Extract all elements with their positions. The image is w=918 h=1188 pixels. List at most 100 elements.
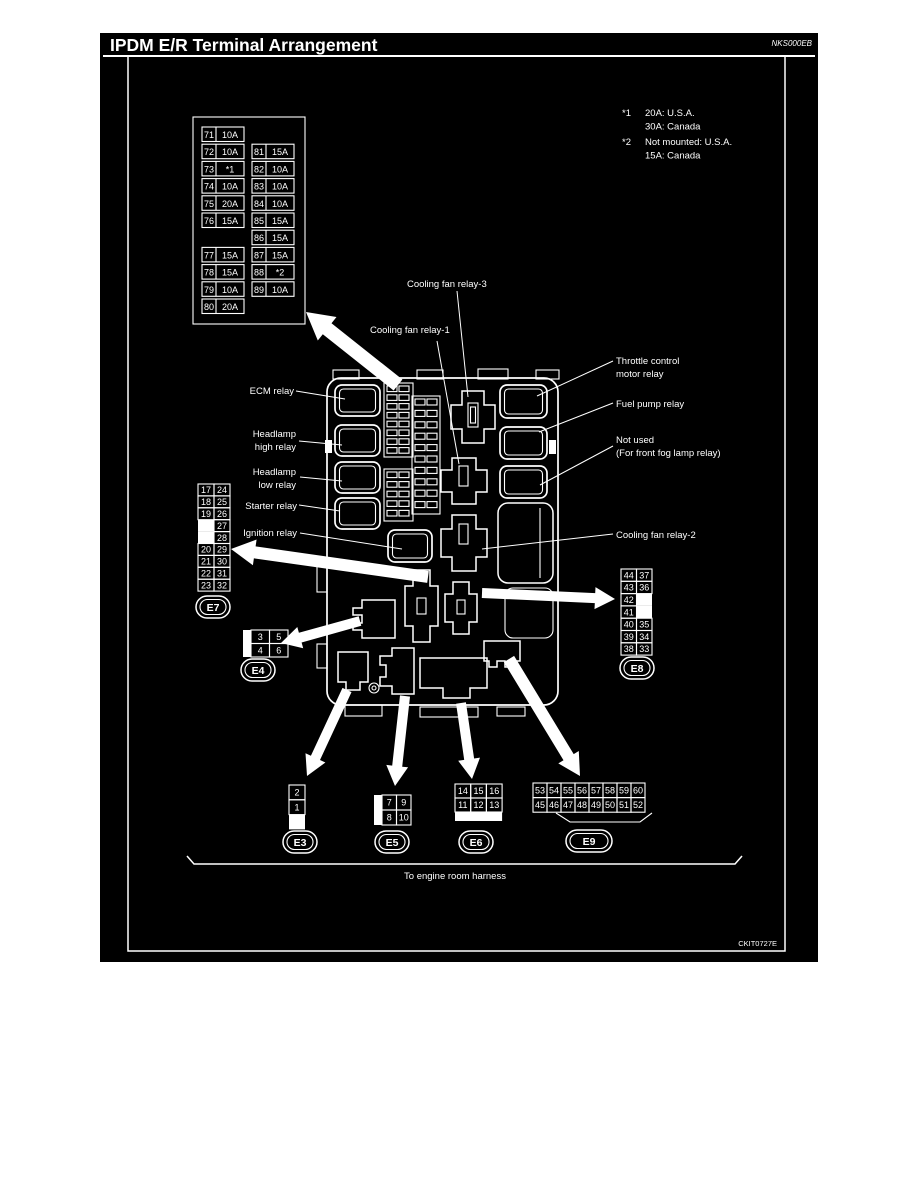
svg-text:E7: E7: [207, 602, 220, 614]
callout-arrow: [281, 616, 362, 649]
svg-text:36: 36: [639, 583, 649, 593]
harness-caption: To engine room harness: [404, 871, 506, 882]
svg-text:89: 89: [254, 285, 264, 295]
svg-text:8: 8: [387, 813, 392, 823]
connector-e6-socket: [419, 657, 488, 699]
terminal-cell-32: [213, 578, 231, 592]
blank-cell: [289, 814, 305, 830]
svg-text:81: 81: [254, 147, 264, 157]
leader-line: [295, 390, 346, 400]
svg-text:10A: 10A: [222, 147, 238, 157]
svg-text:29: 29: [217, 545, 227, 555]
svg-text:38: 38: [624, 644, 634, 654]
svg-text:10A: 10A: [272, 199, 288, 209]
callout-arrow: [386, 695, 410, 786]
svg-text:45: 45: [535, 800, 545, 810]
svg-text:86: 86: [254, 233, 264, 243]
svg-text:33: 33: [639, 644, 649, 654]
svg-text:71: 71: [204, 130, 214, 140]
callout-arrow: [305, 687, 352, 776]
leader-line: [299, 476, 343, 482]
figure-background: [100, 33, 818, 962]
svg-text:2: 2: [294, 788, 299, 798]
svg-text:12: 12: [474, 800, 484, 810]
leader-line: [298, 440, 343, 446]
svg-text:5: 5: [276, 632, 281, 642]
blank-cell: [198, 519, 214, 532]
connector-e3-socket: [337, 651, 380, 694]
ignition-relay-shape: [387, 529, 433, 563]
svg-text:15A: 15A: [272, 147, 288, 157]
callout-arrow: [481, 587, 615, 610]
leader-line: [536, 360, 614, 397]
callout-arrow: [306, 312, 403, 391]
headlamp-high-relay-shape: [334, 424, 381, 457]
svg-text:10A: 10A: [272, 164, 288, 174]
svg-text:74: 74: [204, 182, 214, 192]
footnote-ref: *1: [622, 108, 631, 119]
svg-text:43: 43: [624, 583, 634, 593]
svg-text:47: 47: [563, 800, 573, 810]
fuse-73: 73*1: [201, 160, 245, 177]
svg-text:7: 7: [387, 798, 392, 808]
svg-text:37: 37: [639, 570, 649, 580]
svg-text:87: 87: [254, 250, 264, 260]
svg-text:24: 24: [217, 485, 227, 495]
svg-text:53: 53: [535, 786, 545, 796]
leader-line: [456, 290, 469, 398]
svg-text:32: 32: [217, 580, 227, 590]
label-ecm: ECM relay: [250, 386, 295, 397]
svg-text:31: 31: [217, 568, 227, 578]
fuse-71: 71 10A: [201, 126, 245, 143]
ipdm-box: [316, 368, 560, 718]
svg-text:57: 57: [591, 786, 601, 796]
svg-text:59: 59: [619, 786, 629, 796]
svg-text:44: 44: [624, 570, 634, 580]
leader-line: [298, 504, 341, 512]
svg-text:52: 52: [633, 800, 643, 810]
svg-text:26: 26: [217, 509, 227, 519]
svg-text:20A: 20A: [222, 302, 238, 312]
svg-text:10A: 10A: [222, 285, 238, 295]
svg-text:1: 1: [294, 802, 299, 812]
svg-text:E4: E4: [252, 665, 265, 677]
svg-text:17: 17: [201, 485, 211, 495]
label-starter: Starter relay: [245, 501, 297, 512]
svg-text:40: 40: [624, 620, 634, 630]
cooling-fan-relay-3-shape: [450, 390, 496, 444]
svg-text:3: 3: [258, 632, 263, 642]
svg-text:E9: E9: [583, 836, 596, 848]
svg-text:19: 19: [201, 509, 211, 519]
svg-text:15A: 15A: [222, 216, 238, 226]
svg-text:23: 23: [201, 580, 211, 590]
svg-text:58: 58: [605, 786, 615, 796]
blank-cell: [636, 605, 652, 619]
blank-cell: [198, 531, 214, 544]
svg-text:10: 10: [399, 813, 409, 823]
footnote-line: Not mounted: U.S.A.: [645, 137, 732, 148]
svg-text:15A: 15A: [272, 216, 288, 226]
connector-e5-socket: [379, 647, 415, 695]
svg-text:*1: *1: [226, 164, 235, 174]
svg-text:20: 20: [201, 545, 211, 555]
svg-text:41: 41: [624, 607, 634, 617]
svg-text:30: 30: [217, 557, 227, 567]
svg-text:51: 51: [619, 800, 629, 810]
svg-text:10A: 10A: [222, 130, 238, 140]
svg-text:77: 77: [204, 250, 214, 260]
e9-brace: [555, 812, 653, 823]
svg-text:E8: E8: [631, 663, 644, 675]
svg-text:27: 27: [217, 521, 227, 531]
svg-text:35: 35: [639, 620, 649, 630]
